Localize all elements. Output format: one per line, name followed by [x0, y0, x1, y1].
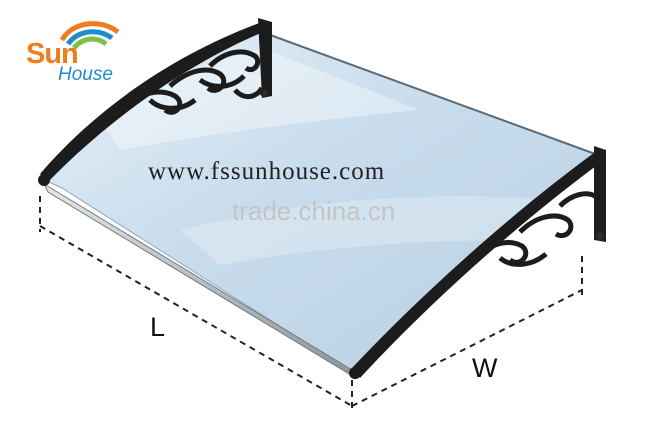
left-bracket-scrollwork — [118, 49, 265, 115]
dimension-lines — [39, 196, 583, 412]
right-bracket-bolt — [596, 232, 604, 240]
right-bracket-arm — [352, 150, 604, 378]
logo-word-house: House — [58, 64, 113, 85]
logo-arc-icon — [59, 21, 120, 50]
sunhouse-logo: Sun House — [22, 8, 132, 88]
website-url: www.fssunhouse.com — [148, 158, 386, 185]
right-end-cap — [349, 367, 361, 379]
panel-highlight — [180, 196, 560, 265]
left-end-cap — [38, 174, 50, 186]
right-bracket-wallplate — [594, 146, 606, 242]
panel-highlight — [95, 48, 420, 150]
length-label: L — [150, 312, 166, 342]
right-bracket-scrollwork — [468, 191, 600, 267]
width-label: W — [472, 353, 498, 383]
watermark-text: trade.china.cn — [232, 196, 396, 226]
left-bracket-wallplate — [258, 18, 272, 98]
back-edge — [261, 31, 599, 156]
logo-word-sun: Sun — [26, 38, 79, 70]
left-bracket-arm — [40, 22, 268, 182]
